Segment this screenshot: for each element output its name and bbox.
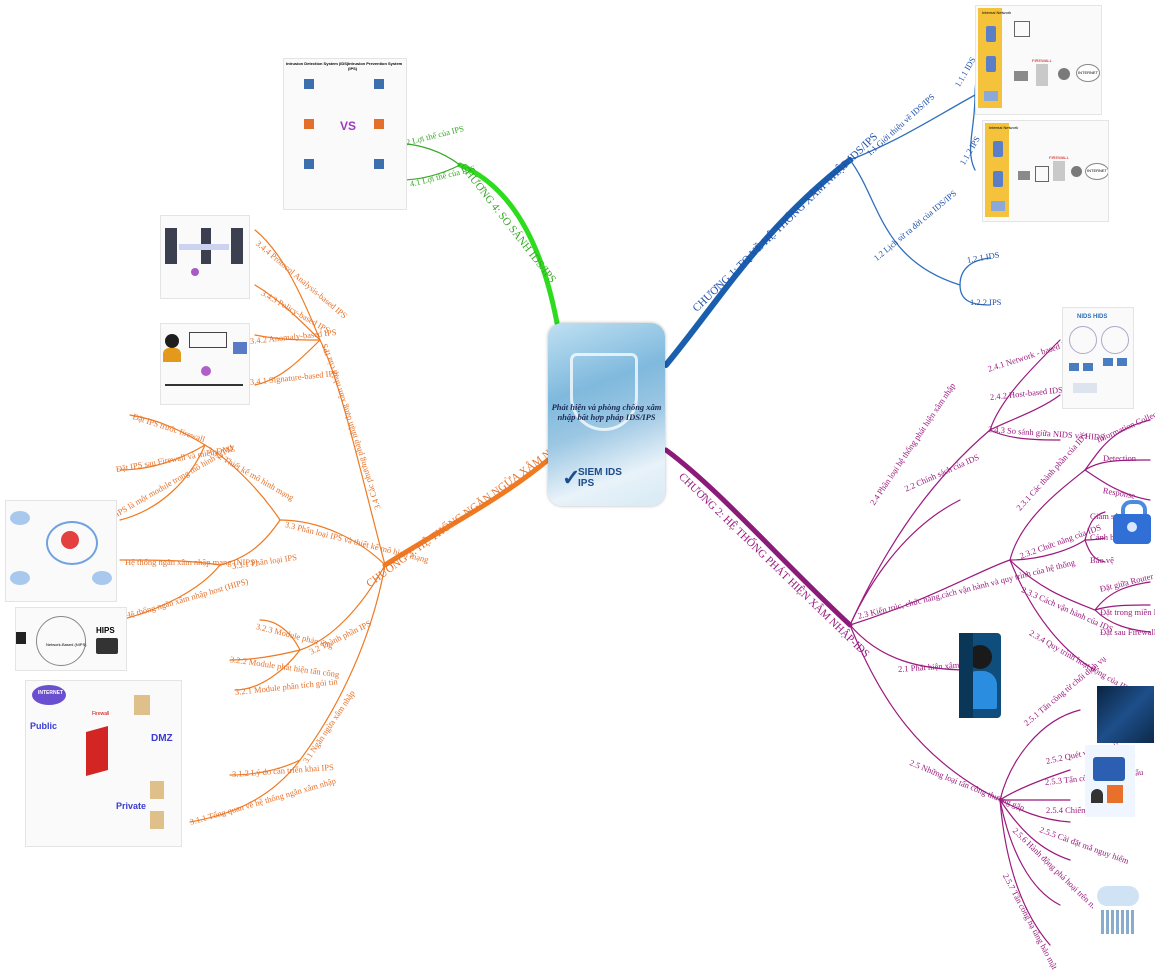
ips-network-diagram: Internal Network FIREWALL INTERNET: [982, 120, 1109, 222]
node-2-3-3-b[interactable]: Đặt trong miền DMZ: [1100, 607, 1155, 617]
siem-logo: ✓ SIEM IDS IPS: [562, 465, 622, 490]
branch-ch3: [382, 457, 551, 568]
ids-vs-ips-image: Intrusion Detection System (IDS) Intrusi…: [283, 58, 407, 210]
shield-icon: [570, 353, 638, 431]
branch-ch1: [663, 157, 853, 368]
node-2-3-3-c[interactable]: Đặt sau Firewall: [1100, 627, 1155, 637]
nids-hids-image: NIDS HIDS: [1062, 307, 1134, 409]
central-title: Phát hiện và phòng chống xâm nhập bất hợ…: [551, 402, 662, 422]
node-1-2-2[interactable]: 1.2.2 IPS: [970, 297, 1002, 307]
anomaly-based-image: [160, 323, 250, 405]
check-icon: ✓: [562, 465, 581, 490]
utm-topology-image: [5, 500, 117, 602]
node-2-3-2-a[interactable]: Giám sát: [1090, 511, 1121, 521]
node-2-3-2-c[interactable]: Bảo vệ: [1090, 555, 1114, 565]
ids-network-diagram: Internal Network FIREWALL INTERNET: [975, 5, 1102, 115]
security-lock-icon: [1113, 500, 1151, 548]
node-2-3-1-b[interactable]: Detection: [1103, 453, 1137, 463]
protocol-analysis-image: [160, 215, 250, 299]
hips-topology-image: Network-Based (NIPS) HIPS: [15, 607, 127, 671]
password-attack-image: [1085, 745, 1135, 817]
node-2-3-2-b[interactable]: Cảnh báo: [1090, 532, 1123, 542]
hacker-at-computer-image: [959, 633, 1001, 718]
dmz-topology-image: INTERNET Public Firewall DMZ Private: [25, 680, 182, 847]
cloud-infrastructure-image: [1093, 880, 1143, 945]
branch-ch2: [663, 447, 853, 628]
branch-ch4: [457, 162, 560, 326]
cyber-attack-image: [1097, 686, 1154, 743]
central-topic[interactable]: Phát hiện và phòng chống xâm nhập bất hợ…: [548, 323, 665, 506]
node-3-3-1-a[interactable]: Hệ thống ngăn xâm nhập mạng (NIPS): [125, 557, 258, 567]
